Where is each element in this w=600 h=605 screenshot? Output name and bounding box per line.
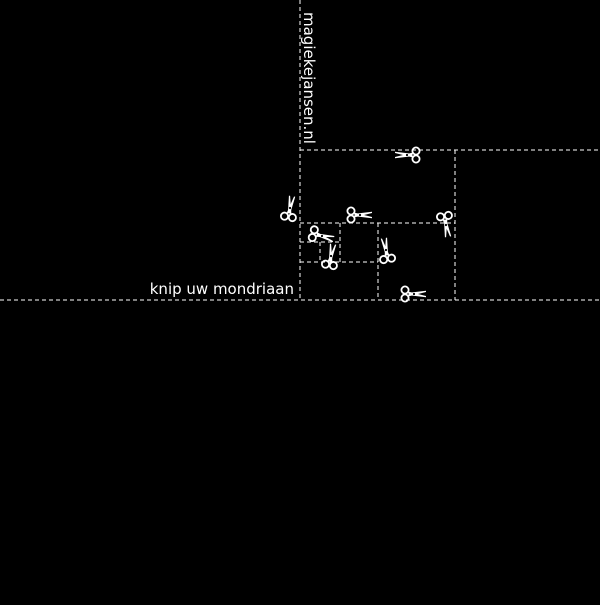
scissors-icon xyxy=(400,285,427,303)
scissors-icon xyxy=(320,241,342,271)
site-url-text: magiekejansen.nl xyxy=(300,12,318,144)
scissors-icon xyxy=(346,206,373,224)
caption-text: knip uw mondriaan xyxy=(150,280,294,298)
scissors-icon xyxy=(279,193,301,223)
scissors-icon xyxy=(435,210,457,240)
scissors-icon xyxy=(375,235,397,265)
scissors-icon xyxy=(306,224,337,248)
